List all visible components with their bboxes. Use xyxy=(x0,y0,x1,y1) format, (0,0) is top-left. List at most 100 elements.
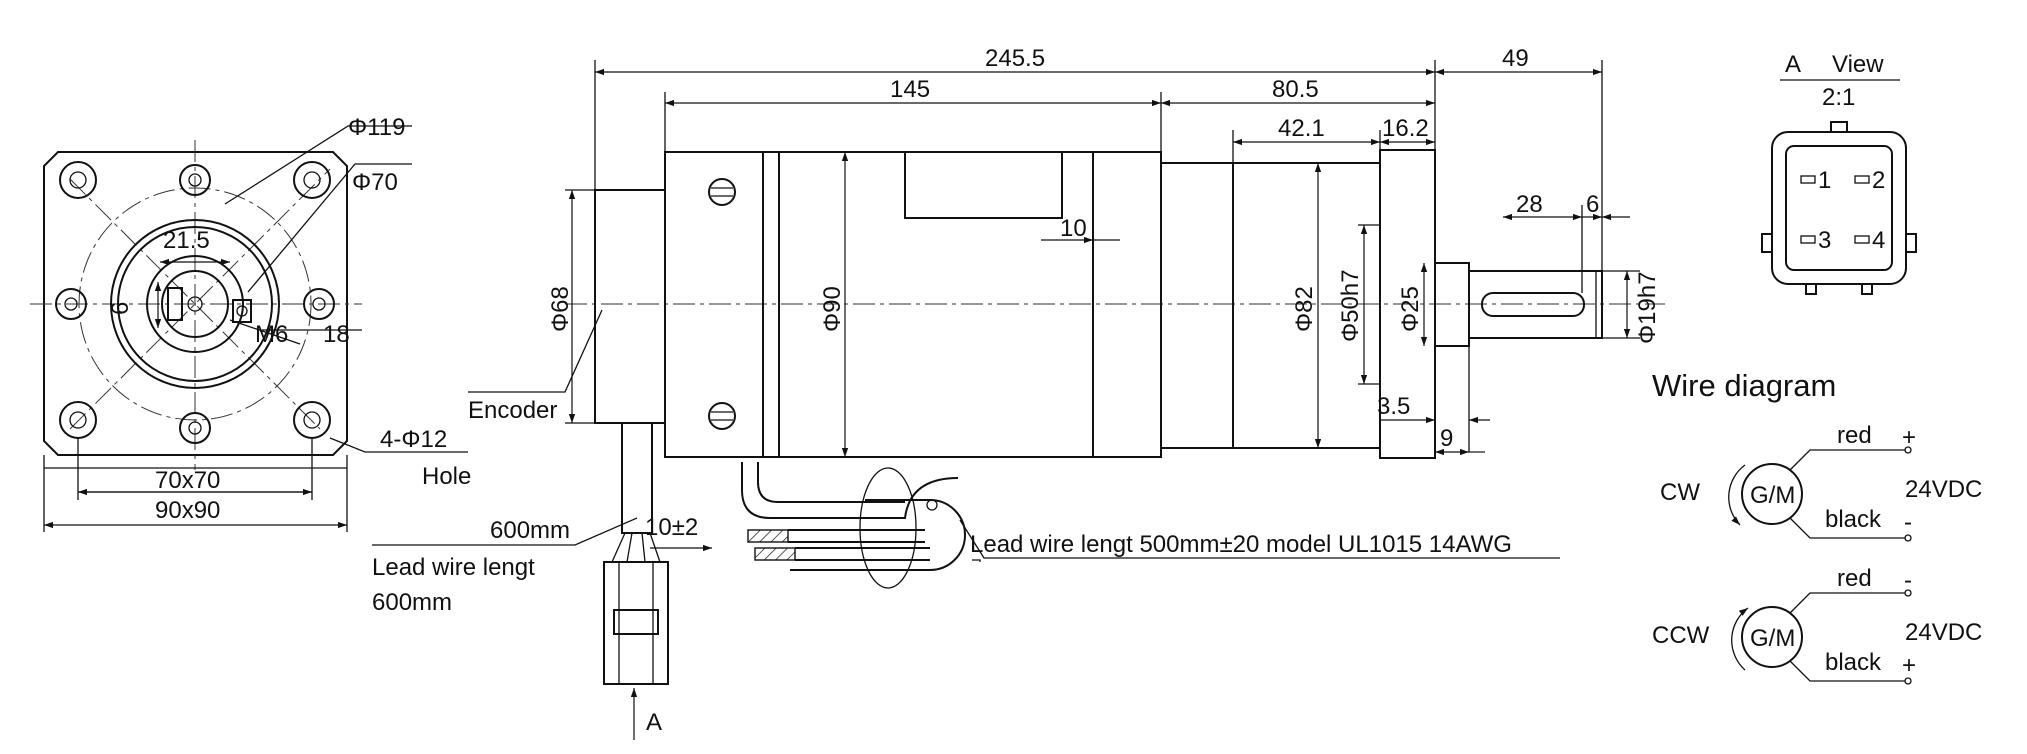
d18-label: 18 xyxy=(323,321,350,348)
phi70-label: Φ70 xyxy=(352,169,398,196)
side-view: 245.5 145 80.5 49 42.1 16.2 28 6 10 Φ68 … xyxy=(372,45,1665,740)
a-view-title-view: View xyxy=(1832,51,1884,78)
encoder-connector-latch xyxy=(613,609,659,635)
connector-view: A View 2:1 1 2 3 4 xyxy=(1761,51,1917,295)
front-flange-outline xyxy=(43,151,348,456)
arrow-a-label: A xyxy=(646,709,662,736)
flange-hole xyxy=(303,288,335,320)
ccw-motor-symbol xyxy=(1741,606,1803,668)
encoder-cable-fanout xyxy=(611,532,661,563)
pilot-boss-inner xyxy=(117,226,273,382)
ccw-voltage: 24VDC xyxy=(1905,619,1982,646)
d49-label: 49 xyxy=(1502,45,1529,72)
wire-diagram-title: Wire diagram xyxy=(1652,368,1836,403)
d80-5-label: 80.5 xyxy=(1272,76,1319,103)
phi90-label: Φ90 xyxy=(819,286,846,332)
ccw-top-wire: red xyxy=(1837,565,1872,592)
cw-rotation-arrow xyxy=(1728,464,1746,526)
cable-loop-hole xyxy=(926,499,938,511)
d28-label: 28 xyxy=(1516,191,1543,218)
cable-coil xyxy=(859,467,917,589)
flange-hole xyxy=(179,164,211,196)
d3-5-label: 3.5 xyxy=(1377,393,1410,420)
phi82-label: Φ82 xyxy=(1291,286,1318,332)
wire-diagram: Wire diagram CW G/M red + black - 24VDC … xyxy=(1652,368,1982,685)
pin-4-slot xyxy=(1854,235,1870,244)
lead-wire-line2: 600mm xyxy=(372,589,452,616)
diagonal-centerline-2 xyxy=(69,178,321,430)
d10-label: 10 xyxy=(1060,215,1087,242)
encoder-housing xyxy=(594,189,666,424)
output-shaft xyxy=(1468,270,1603,339)
hole-word-label: Hole xyxy=(422,463,471,490)
shaft-section xyxy=(161,270,229,338)
ccw-top-sign: - xyxy=(1904,567,1912,594)
pin-1-label: 1 xyxy=(1818,167,1831,194)
phi25-label: Φ25 xyxy=(1397,286,1424,332)
cw-top-sign: + xyxy=(1902,424,1916,451)
encoder-cable xyxy=(621,422,653,534)
cw-voltage: 24VDC xyxy=(1905,476,1982,503)
cw-motor-symbol xyxy=(1741,463,1803,525)
shaft-center xyxy=(187,296,203,312)
pin-3-slot xyxy=(1800,235,1816,244)
cw-label: CW xyxy=(1660,479,1700,506)
encoder-label: Encoder xyxy=(468,397,557,424)
tapped-hole-boss xyxy=(232,299,252,323)
connector-body-inner xyxy=(1785,145,1893,271)
d42-1-label: 42.1 xyxy=(1278,115,1325,142)
ccw-bottom-wire: black xyxy=(1825,649,1882,676)
ccw-circuit: CCW G/M red - black + 24VDC xyxy=(1652,565,1982,685)
mounting-hole xyxy=(293,401,331,439)
m6-label: M6 xyxy=(255,321,288,348)
cable-loop xyxy=(790,499,966,571)
hole-count-label: 4-Φ12 xyxy=(380,426,447,453)
d6-side-label: 6 xyxy=(1586,191,1599,218)
connector-foot xyxy=(1861,283,1873,295)
pitch-circle xyxy=(78,187,312,421)
output-hub xyxy=(146,255,244,353)
lead-wire-500-label: Lead wire lengt 500mm±20 model UL1015 14… xyxy=(970,531,1512,558)
d145-label: 145 xyxy=(890,76,930,103)
connector-body-outer xyxy=(1771,131,1907,285)
mounting-hole xyxy=(293,161,331,199)
pin-2-label: 2 xyxy=(1872,167,1885,194)
ccw-motor-label: G/M xyxy=(1750,625,1795,652)
connector-foot xyxy=(1805,283,1817,295)
cw-bottom-wire: black xyxy=(1825,506,1882,533)
shaft-key xyxy=(167,287,183,321)
pilot-boss-outer xyxy=(110,219,280,389)
d245-5-label: 245.5 xyxy=(985,45,1045,72)
d9-label: 9 xyxy=(1440,425,1453,452)
tapped-hole xyxy=(236,305,248,317)
terminal-screw xyxy=(708,402,736,430)
ccw-bottom-sign: + xyxy=(1902,652,1916,679)
phi50h7-label: Φ50h7 xyxy=(1337,269,1364,342)
phi68-label: Φ68 xyxy=(547,286,574,332)
mounting-hole xyxy=(59,401,97,439)
pin-4-label: 4 xyxy=(1872,227,1885,254)
cw-bottom-sign: - xyxy=(1904,509,1912,536)
d70x70-label: 70x70 xyxy=(155,467,220,494)
len600-label: 600mm xyxy=(490,517,570,544)
a-view-scale: 2:1 xyxy=(1822,84,1855,111)
encoder-connector xyxy=(603,561,669,685)
d6-label: 6 xyxy=(107,302,134,315)
mounting-hole xyxy=(59,161,97,199)
phi119-label: Φ119 xyxy=(348,114,405,141)
front-view: Φ119 Φ70 21.5 6 M6 18 4-Φ12 Hole 70x70 9… xyxy=(30,114,471,532)
d16-2-label: 16.2 xyxy=(1382,115,1429,142)
connector-side-tab xyxy=(1761,233,1773,253)
shaft-keyway xyxy=(1481,292,1585,317)
lead-wire-line1: Lead wire lengt xyxy=(372,554,535,581)
ccw-label: CCW xyxy=(1652,622,1710,649)
pin-1-slot xyxy=(1800,175,1816,184)
terminal-screw xyxy=(708,178,736,206)
connector-key xyxy=(1830,121,1848,133)
connector-side-tab xyxy=(1905,233,1917,253)
motor-lead-bundle xyxy=(741,462,959,519)
cw-motor-label: G/M xyxy=(1750,482,1795,509)
a-view-title-a: A xyxy=(1785,51,1801,78)
motor-lead-braid-upper xyxy=(747,529,789,543)
